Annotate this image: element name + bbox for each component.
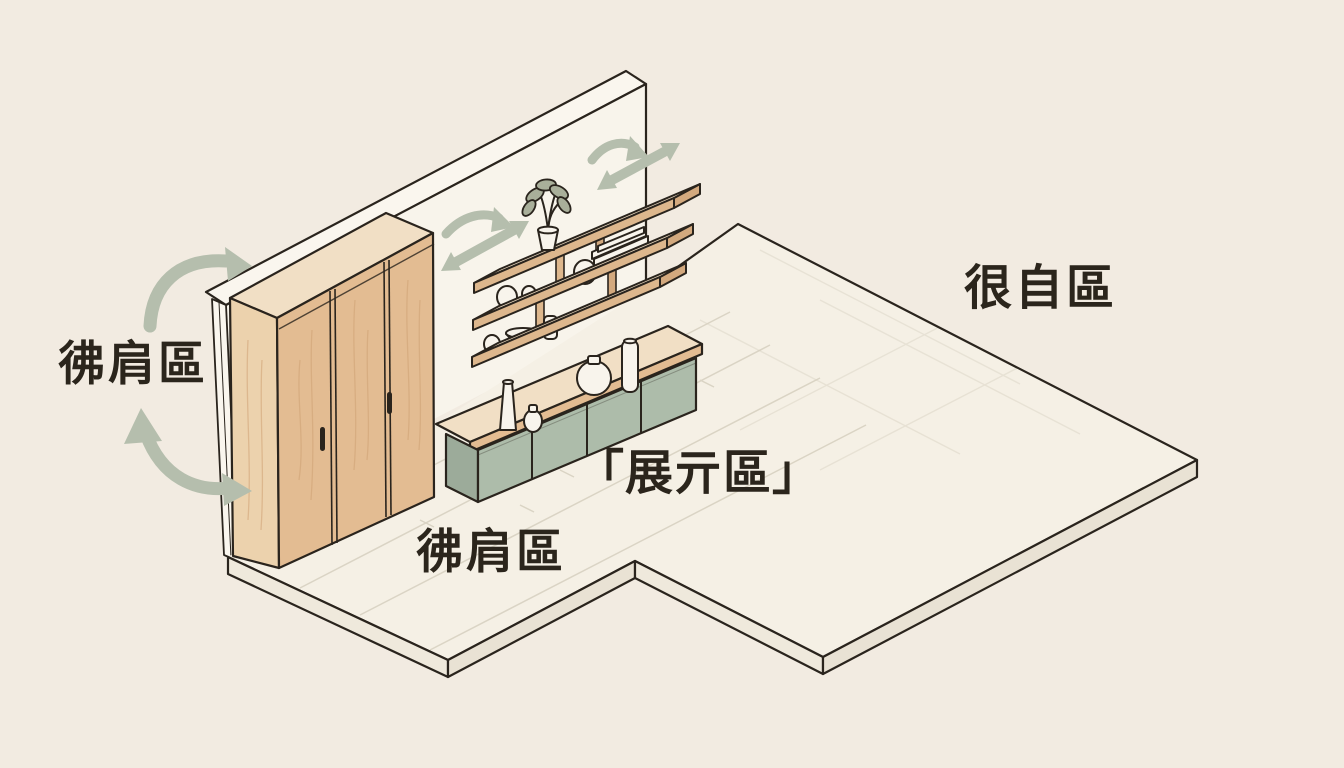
floor-surface [228,224,1197,660]
wood-grain [246,279,422,531]
wardrobe-door-gaps [329,259,392,546]
zone-label-storage-bottom: 彿肩區 [416,525,566,580]
curved-arrow-icon [143,247,252,333]
small-vase [523,409,543,433]
books-stack [591,226,649,267]
zone-label-open-area: 很自區 [964,260,1118,316]
wardrobe-handle [387,392,392,414]
shelf-front [472,237,668,331]
shelf-front [473,197,675,294]
curved-double-arrow-icon [124,408,252,506]
wardrobe-handle [320,427,325,451]
wardrobe-side [228,296,281,570]
shelf-front [471,276,661,368]
floor-edge [821,458,1199,676]
zone-label-display-area: 「展亓區」 [576,445,822,501]
cone-vase [499,381,517,431]
circulation-arrows [124,136,680,506]
wall-shelf-unit [471,183,701,368]
double-arrow-icon [441,221,529,271]
swoosh-arrow-icon [441,207,514,239]
double-arrow-icon [597,143,680,190]
potted-plant [521,178,572,251]
tall-bottle [621,339,639,393]
cabinet-vases [499,337,639,433]
swoosh-arrow-icon [587,136,649,165]
zone-label-storage-left: 彿肩區 [58,337,208,392]
wardrobe [228,211,436,570]
round-vase [576,360,612,396]
